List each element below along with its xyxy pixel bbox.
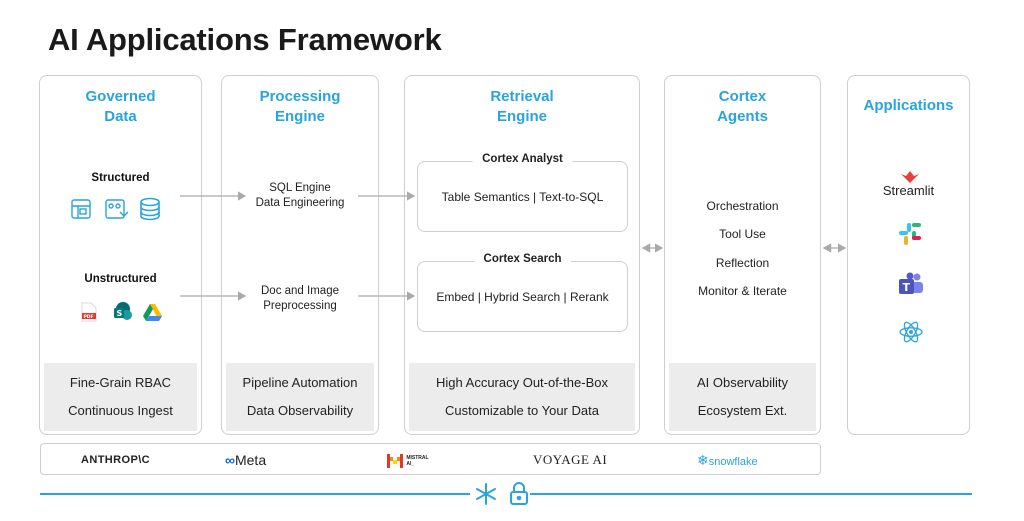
svg-text:T: T bbox=[903, 281, 911, 294]
unstructured-label: Unstructured bbox=[84, 273, 157, 285]
structured-data-icons bbox=[71, 197, 160, 221]
snowflake-logo: ❄snowflake bbox=[697, 444, 758, 476]
teams-icon: T bbox=[899, 272, 923, 294]
retrieval-engine-footer: High Accuracy Out-of-the-Box Customizabl… bbox=[409, 363, 635, 431]
database-grid-icon bbox=[105, 199, 129, 219]
svg-text:PDF: PDF bbox=[84, 314, 94, 320]
cortex-analyst-box: Cortex Analyst Table Semantics | Text-to… bbox=[417, 153, 628, 232]
text-line: Doc and Image bbox=[261, 285, 339, 297]
anthropic-logo: ANTHROP\C bbox=[81, 454, 150, 466]
cortex-analyst-title: Cortex Analyst bbox=[472, 153, 573, 165]
footer-item: Fine-Grain RBAC bbox=[69, 375, 172, 390]
bottom-divider bbox=[40, 482, 972, 505]
mistral-logo: MISTRAL AI_ bbox=[387, 444, 428, 476]
voyage-ai-logo: VOYAGE AI bbox=[533, 452, 608, 467]
processing-engine-footer: Pipeline Automation Data Observability bbox=[226, 363, 374, 431]
cortex-agents-footer: AI Observability Ecosystem Ext. bbox=[669, 363, 816, 431]
governed-data-column: Governed Data Structured Unstructured PD… bbox=[39, 75, 202, 435]
structured-label: Structured bbox=[91, 172, 150, 184]
footer-item: Pipeline Automation bbox=[242, 375, 358, 390]
sharepoint-icon: S bbox=[114, 302, 132, 320]
react-icon bbox=[899, 321, 923, 343]
footer-item: AI Observability bbox=[696, 375, 789, 390]
heading-line: Cortex bbox=[718, 88, 767, 105]
cortex-search-text: Embed | Hybrid Search | Rerank bbox=[436, 290, 609, 304]
footer-item: Customizable to Your Data bbox=[445, 403, 599, 418]
footer-item: Data Observability bbox=[246, 403, 354, 418]
svg-text:S: S bbox=[117, 309, 123, 318]
applications-column: Applications Streamlit T bbox=[847, 75, 970, 435]
cortex-agents-column: Cortex Agents Orchestration Tool Use Ref… bbox=[664, 75, 821, 435]
footer-item: High Accuracy Out-of-the-Box bbox=[436, 375, 608, 390]
meta-infinity-icon: ∞ bbox=[225, 452, 235, 468]
agent-item-monitor: Monitor & Iterate bbox=[698, 284, 787, 298]
processing-engine-column: Processing Engine SQL Engine Data Engine… bbox=[221, 75, 379, 435]
applications-heading: Applications bbox=[863, 97, 954, 114]
footer-item: Ecosystem Ext. bbox=[697, 403, 788, 418]
streamlit-icon bbox=[901, 171, 919, 183]
pdf-icon: PDF bbox=[81, 302, 97, 322]
footer-item: Continuous Ingest bbox=[68, 403, 173, 418]
heading-line: Agents bbox=[717, 108, 768, 125]
cortex-search-title: Cortex Search bbox=[473, 253, 572, 265]
doc-preprocessing-text: Doc and Image Preprocessing bbox=[222, 284, 378, 314]
text-line: SQL Engine bbox=[269, 182, 331, 194]
heading-line: Engine bbox=[274, 108, 325, 125]
meta-label: Meta bbox=[234, 452, 267, 468]
page-title: AI Applications Framework bbox=[48, 22, 442, 57]
streamlit-label: Streamlit bbox=[882, 183, 935, 198]
partners-bar: ANTHROP\C ∞Meta MISTRAL AI_ VOYAGE AI ❄s… bbox=[40, 443, 821, 475]
processing-engine-heading: Processing Engine bbox=[222, 87, 378, 127]
retrieval-engine-heading: Retrieval Engine bbox=[405, 87, 639, 127]
snowflake-icon bbox=[476, 483, 496, 505]
cortex-analyst-text: Table Semantics | Text-to-SQL bbox=[441, 190, 604, 204]
agent-item-tool-use: Tool Use bbox=[719, 227, 766, 241]
slack-icon bbox=[899, 223, 921, 245]
heading-line: Retrieval bbox=[490, 88, 554, 105]
governed-data-footer: Fine-Grain RBAC Continuous Ingest bbox=[44, 363, 197, 431]
sql-engine-text: SQL Engine Data Engineering bbox=[222, 181, 378, 211]
agent-item-orchestration: Orchestration bbox=[706, 199, 779, 213]
text-line: Preprocessing bbox=[263, 300, 337, 312]
cortex-agents-heading: Cortex Agents bbox=[665, 87, 820, 127]
heading-line: Engine bbox=[496, 108, 547, 125]
agent-item-reflection: Reflection bbox=[715, 256, 770, 270]
retrieval-engine-column: Retrieval Engine Cortex Analyst Table Se… bbox=[404, 75, 640, 435]
heading-line: Data bbox=[104, 108, 137, 125]
text-line: Data Engineering bbox=[255, 197, 345, 209]
snowflake-label: snowflake bbox=[708, 456, 758, 468]
heading-line: Processing bbox=[259, 88, 341, 105]
cortex-search-box: Cortex Search Embed | Hybrid Search | Re… bbox=[417, 253, 628, 332]
mistral-m-icon bbox=[387, 453, 403, 468]
unstructured-data-icons: PDF S bbox=[81, 302, 162, 322]
governed-data-heading: Governed Data bbox=[40, 87, 201, 127]
database-icon bbox=[140, 197, 160, 221]
lock-icon bbox=[510, 482, 528, 505]
snowflake-icon: ❄ bbox=[697, 452, 709, 468]
heading-line: Governed bbox=[85, 88, 156, 105]
meta-logo: ∞Meta bbox=[225, 444, 266, 476]
mistral-label: MISTRAL AI_ bbox=[406, 454, 429, 467]
table-icon bbox=[71, 199, 91, 219]
google-drive-icon bbox=[143, 304, 162, 321]
